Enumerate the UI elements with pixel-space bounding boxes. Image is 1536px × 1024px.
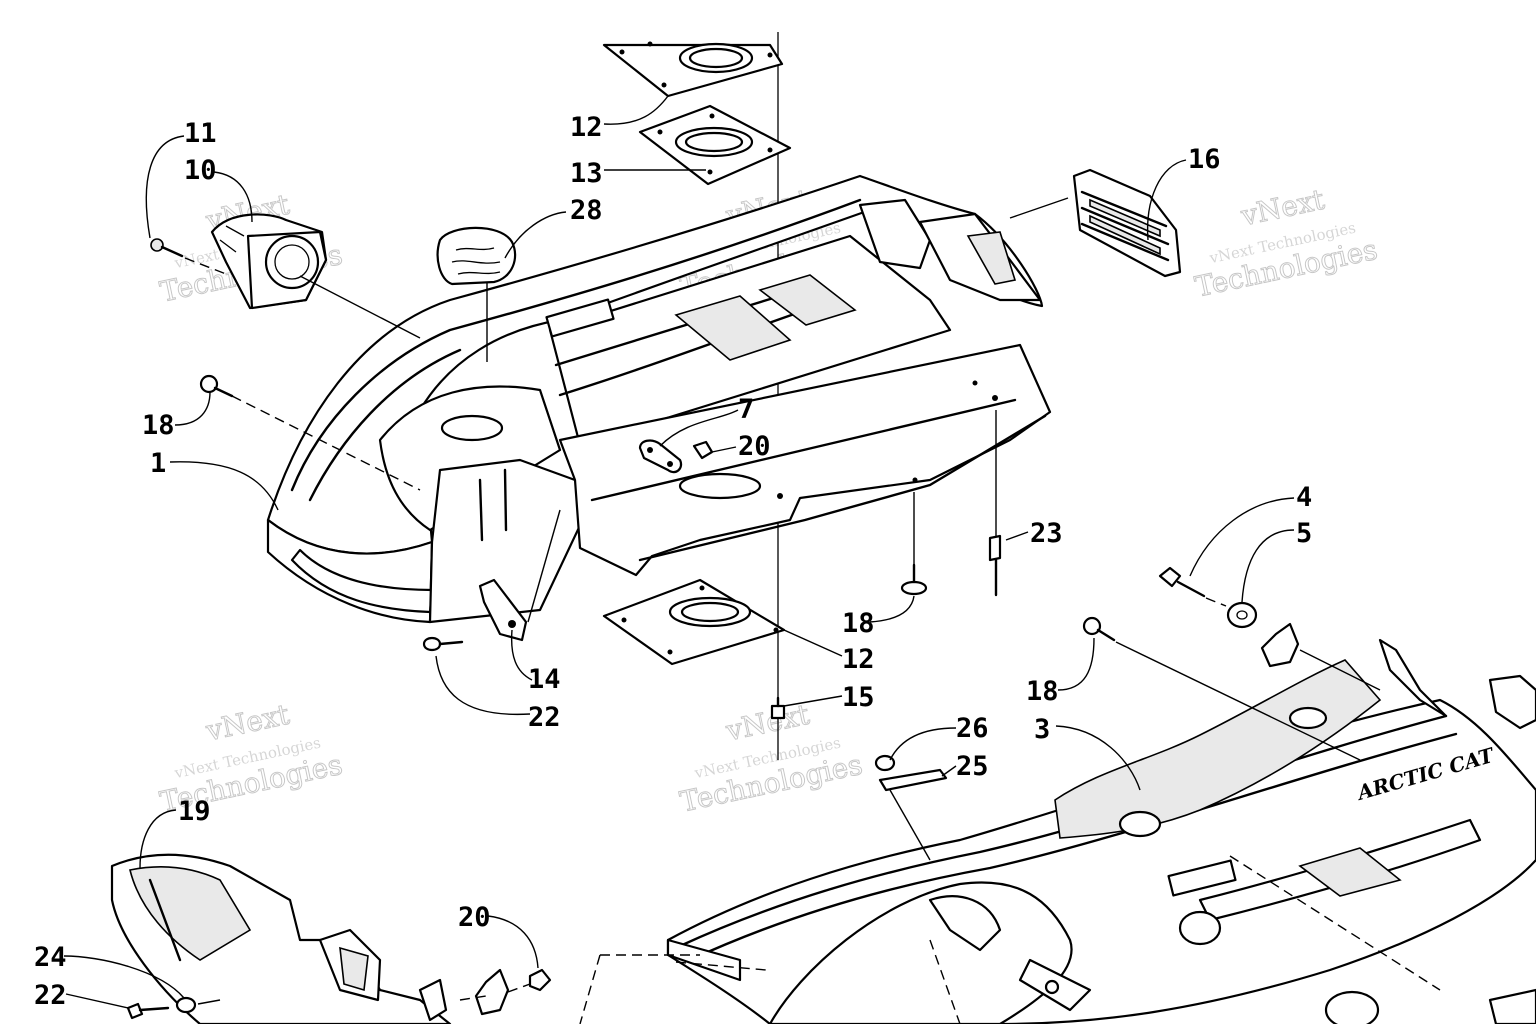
callout-23: 23 <box>1030 518 1063 549</box>
callout-16: 16 <box>1188 144 1221 175</box>
watermark-4: vNext vNext Technologies Technologies <box>157 697 346 819</box>
callout-12-top: 12 <box>570 112 603 143</box>
callout-26: 26 <box>956 713 989 744</box>
hood-body <box>266 174 1052 624</box>
callout-20-top: 20 <box>738 431 771 462</box>
nut-20-plate <box>459 968 552 1016</box>
callout-24: 24 <box>34 942 67 973</box>
callout-7: 7 <box>738 394 754 425</box>
callout-25: 25 <box>956 751 989 782</box>
callout-5: 5 <box>1296 518 1312 549</box>
callout-18-left: 18 <box>142 410 175 441</box>
callout-leaders <box>63 95 1295 1009</box>
callout-11: 11 <box>184 118 217 149</box>
rivet-23 <box>988 410 1002 597</box>
bracket-14-bolt-22 <box>422 509 561 652</box>
callout-18-right: 18 <box>1026 676 1059 707</box>
callout-1: 1 <box>150 448 166 479</box>
headlight-lens <box>436 226 517 362</box>
callout-15: 15 <box>842 682 875 713</box>
leader-dashed-left <box>579 954 601 1024</box>
svg-text:vNext: vNext <box>722 698 813 748</box>
callout-10: 10 <box>184 155 217 186</box>
mounting-plate-13 <box>638 104 792 186</box>
callout-19: 19 <box>178 796 211 827</box>
callout-22-top: 22 <box>528 702 561 733</box>
screw-18-right <box>1082 616 1361 761</box>
screw-18-middle <box>900 492 928 596</box>
vent-grille <box>1009 168 1182 278</box>
watermark-3: vNext vNext Technologies Technologies <box>1192 182 1381 304</box>
callout-22-bottom: 22 <box>34 980 67 1011</box>
callout-3: 3 <box>1034 714 1050 745</box>
bolt-4-washer-5 <box>1158 566 1381 691</box>
mounting-plate-12-top <box>602 41 784 98</box>
leader-dashed-right <box>1229 855 1441 991</box>
rivet-15 <box>770 696 786 720</box>
watermark-5: vNext vNext Technologies Technologies <box>677 697 866 819</box>
lower-console-19 <box>110 853 452 1024</box>
callout-13: 13 <box>570 158 603 189</box>
svg-text:vNext: vNext <box>1237 183 1328 233</box>
screw-18-left <box>199 374 421 491</box>
gauge-assembly <box>150 213 421 339</box>
mounting-plate-12-bottom <box>602 578 786 666</box>
bolt-22-washer-24 <box>126 996 221 1020</box>
callout-12-bottom: 12 <box>842 644 875 675</box>
front-nosepan: ARCTIC CAT <box>666 638 1536 1024</box>
callout-20-bottom: 20 <box>458 902 491 933</box>
callout-18-middle: 18 <box>842 608 875 639</box>
callout-28: 28 <box>570 195 603 226</box>
svg-text:vNext: vNext <box>202 698 293 748</box>
callout-14: 14 <box>528 664 561 695</box>
callout-4: 4 <box>1296 482 1312 513</box>
